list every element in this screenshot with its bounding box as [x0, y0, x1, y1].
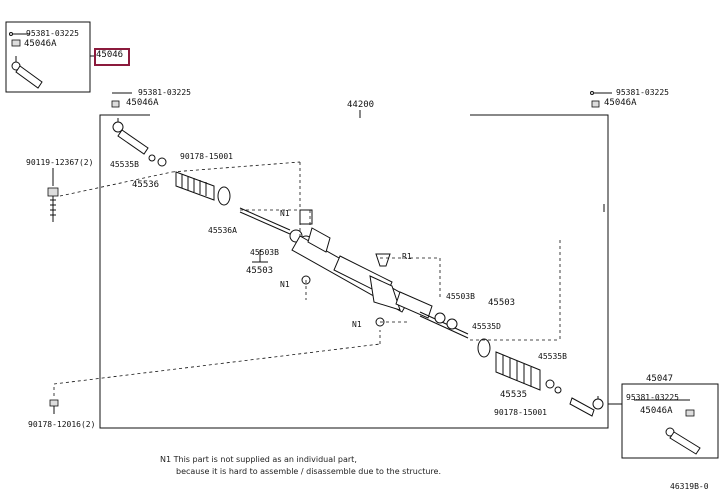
label-left-bolt: 90119-12367(2) — [26, 158, 94, 167]
label-tr-bolt: 95381-03225 — [616, 88, 669, 97]
label-45535b-right: 45535B — [538, 352, 567, 361]
label-br-nut: 45046A — [640, 406, 673, 416]
bolt-nut-top-left — [111, 92, 132, 108]
right-boot — [477, 338, 562, 394]
label-45503-left: 45503 — [246, 266, 274, 276]
inset-box-bottom-right — [608, 383, 719, 459]
label-90178-bottom: 90178-12016(2) — [28, 420, 96, 429]
footnote-line-2: because it is hard to assemble / disasse… — [176, 467, 442, 476]
label-45535b-left: 45535B — [110, 160, 139, 169]
label-45503-right: 45503 — [488, 298, 516, 308]
label-90178-right: 90178-15001 — [494, 408, 547, 417]
inset-box-top-left — [5, 21, 96, 93]
left-mount-bolt — [47, 168, 59, 222]
dashed-leaders — [53, 161, 561, 396]
bottom-left-bolt — [49, 399, 59, 414]
reference-code: 46319B-0 — [670, 482, 709, 491]
label-br-bolt: 95381-03225 — [626, 393, 679, 402]
left-boot — [175, 171, 231, 206]
label-45503b-right: 45503B — [446, 292, 475, 301]
label-n1-b: N1 — [280, 280, 290, 289]
label-tl-box[interactable]: 45046 — [96, 50, 124, 60]
label-45503b-left: 45503B — [250, 248, 279, 257]
label-45535: 45535 — [500, 390, 528, 400]
bolt-nut-top-right — [590, 91, 612, 108]
label-tl2-nut: 45046A — [126, 98, 159, 108]
label-main-assembly: 44200 — [347, 100, 375, 110]
label-n1-a: N1 — [280, 209, 290, 218]
left-tie-rod-end — [112, 118, 167, 167]
label-90178-left: 90178-15001 — [180, 152, 233, 161]
right-inner-tie-rod — [419, 311, 469, 339]
label-tl-bolt: 95381-03225 — [26, 29, 79, 38]
label-tr-nut: 45046A — [604, 98, 637, 108]
main-assembly-frame — [99, 110, 609, 429]
label-tl-nut: 45046A — [24, 39, 57, 49]
label-45535d: 45535D — [472, 322, 501, 331]
label-r1: R1 — [402, 252, 412, 261]
label-br-box[interactable]: 45047 — [646, 374, 674, 384]
label-45536: 45536 — [132, 180, 160, 190]
label-45536a: 45536A — [208, 226, 237, 235]
right-tie-rod-end — [569, 396, 604, 417]
label-n1-c: N1 — [352, 320, 362, 329]
footnote-line-1: N1 This part is not supplied as an indiv… — [160, 455, 357, 464]
label-tl2-bolt: 95381-03225 — [138, 88, 191, 97]
rack-housing — [291, 209, 433, 327]
highlight-box — [94, 48, 130, 66]
